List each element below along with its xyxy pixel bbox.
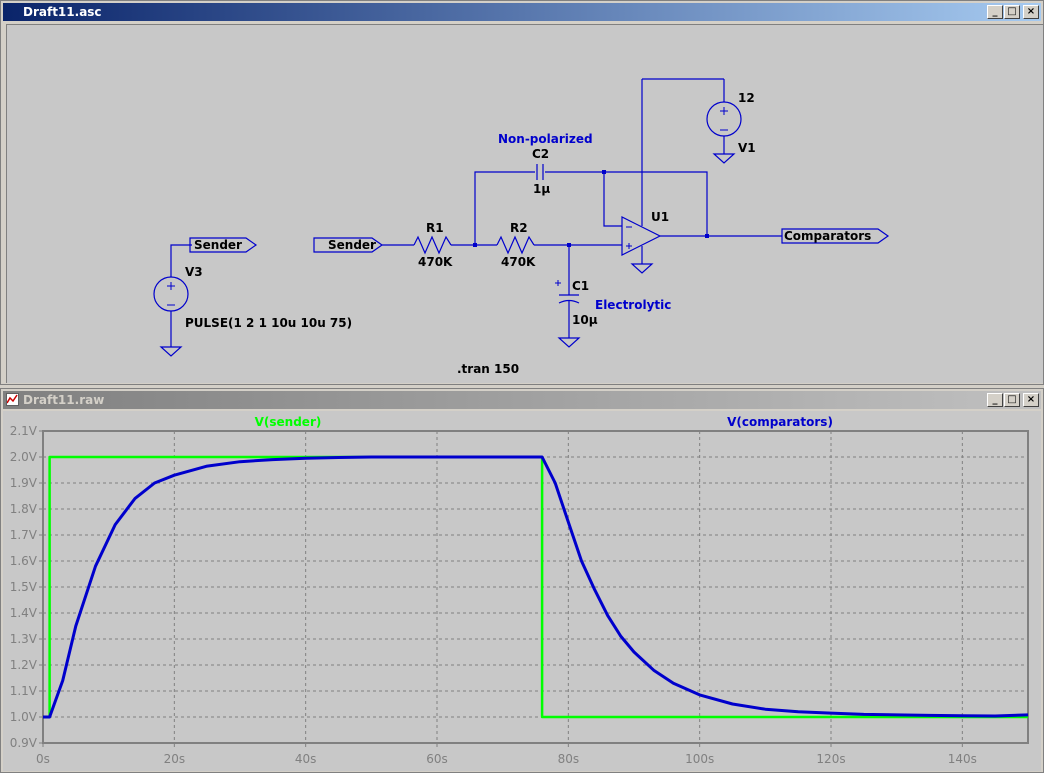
x-tick-label: 60s xyxy=(426,752,448,766)
schematic-drawing: Sender Sender Comparators V3 PULSE(1 2 1… xyxy=(153,78,890,376)
y-tick-label: 1.3V xyxy=(10,632,38,646)
legend-v-sender[interactable]: V(sender) xyxy=(255,415,322,429)
waveform-canvas[interactable]: 0.9V 1.0V 1.1V 1.2V 1.3V 1.4V 1.5V 1.6V 1.7V 1.8V… xyxy=(3,411,1041,771)
schematic-title: Draft11.asc xyxy=(23,5,102,19)
waveform-window: Draft11.raw _ □ × 0.9V 1.0V 1.1V 1.2V 1.3V 1.… xyxy=(0,388,1044,773)
waveform-plot[interactable]: 0.9V 1.0V 1.1V 1.2V 1.3V 1.4V 1.5V 1.6V 1.7V 1.8V… xyxy=(3,411,1041,771)
waveform-close-button[interactable]: × xyxy=(1023,393,1039,407)
v1-ground-symbol xyxy=(712,153,736,164)
waveform-maximize-button[interactable]: □ xyxy=(1004,393,1020,407)
y-tick-label: 1.6V xyxy=(10,554,38,568)
wire-v3-sender xyxy=(170,244,192,277)
schematic-canvas[interactable]: Sender Sender Comparators V3 PULSE(1 2 1… xyxy=(6,24,1043,383)
c1-comment[interactable]: Electrolytic xyxy=(595,298,671,312)
r2-resistor-symbol xyxy=(496,235,535,255)
y-tick-label: 1.0V xyxy=(10,710,38,724)
c1-value-label[interactable]: 10µ xyxy=(572,313,598,327)
u1-name-label[interactable]: U1 xyxy=(651,210,669,224)
v1-name-label[interactable]: V1 xyxy=(738,141,756,155)
schematic-window: Draft11.asc _ □ × xyxy=(0,0,1044,385)
v3-name-label[interactable]: V3 xyxy=(185,265,203,279)
y-tick-label: 2.1V xyxy=(10,424,38,438)
waveform-app-icon xyxy=(6,393,19,406)
net-flag-comparators xyxy=(781,228,890,244)
trace-v-comparators xyxy=(43,455,1029,719)
net-label-sender-left[interactable]: Sender xyxy=(194,238,242,252)
schematic-titlebar[interactable]: Draft11.asc _ □ × xyxy=(3,3,1041,21)
y-tick-label: 0.9V xyxy=(10,736,38,750)
minimize-button[interactable]: _ xyxy=(987,5,1003,19)
c2-name-label[interactable]: C2 xyxy=(532,147,549,161)
waveform-window-controls: _ □ × xyxy=(986,393,1039,407)
r1-name-label[interactable]: R1 xyxy=(426,221,444,235)
c2-comment[interactable]: Non-polarized xyxy=(498,132,593,146)
c1-capacitor-plate-b xyxy=(558,299,580,304)
waveform-title: Draft11.raw xyxy=(23,393,105,407)
y-tick-label: 1.2V xyxy=(10,658,38,672)
schematic-window-controls: _ □ × xyxy=(986,5,1039,19)
waveform-titlebar[interactable]: Draft11.raw _ □ × xyxy=(3,391,1041,409)
net-label-sender-right[interactable]: Sender xyxy=(328,238,376,252)
u1-ground-symbol xyxy=(630,263,654,274)
x-tick-label: 80s xyxy=(558,752,580,766)
tran-directive[interactable]: .tran 150 xyxy=(457,362,519,376)
y-tick-label: 1.1V xyxy=(10,684,38,698)
v3-ground-symbol xyxy=(159,346,183,357)
c1-name-label[interactable]: C1 xyxy=(572,279,589,293)
v1-value-label[interactable]: 12 xyxy=(738,91,755,105)
x-tick-label: 120s xyxy=(816,752,845,766)
waveform-minimize-button[interactable]: _ xyxy=(987,393,1003,407)
v3-value-label[interactable]: PULSE(1 2 1 10u 10u 75) xyxy=(185,316,352,330)
x-tick-label: 100s xyxy=(685,752,714,766)
r1-resistor-symbol xyxy=(413,235,452,255)
net-label-comparators[interactable]: Comparators xyxy=(784,229,871,243)
y-tick-label: 1.4V xyxy=(10,606,38,620)
y-tick-label: 2.0V xyxy=(10,450,38,464)
net-flag-sender-left xyxy=(189,237,258,253)
y-tick-label: 1.7V xyxy=(10,528,38,542)
u1-opamp-symbol xyxy=(621,216,662,256)
close-button[interactable]: × xyxy=(1023,5,1039,19)
maximize-button[interactable]: □ xyxy=(1004,5,1020,19)
r2-value-label[interactable]: 470K xyxy=(501,255,536,269)
r2-name-label[interactable]: R2 xyxy=(510,221,528,235)
c1-ground-symbol xyxy=(557,337,581,348)
r1-value-label[interactable]: 470K xyxy=(418,255,453,269)
y-tick-label: 1.9V xyxy=(10,476,38,490)
legend-v-comparators[interactable]: V(comparators) xyxy=(727,415,833,429)
c2-value-label[interactable]: 1µ xyxy=(533,182,550,196)
x-tick-label: 20s xyxy=(164,752,186,766)
x-tick-label: 40s xyxy=(295,752,317,766)
y-tick-label: 1.5V xyxy=(10,580,38,594)
y-tick-label: 1.8V xyxy=(10,502,38,516)
x-tick-label: 0s xyxy=(36,752,50,766)
net-flag-sender-right xyxy=(313,237,384,253)
x-tick-label: 140s xyxy=(948,752,977,766)
